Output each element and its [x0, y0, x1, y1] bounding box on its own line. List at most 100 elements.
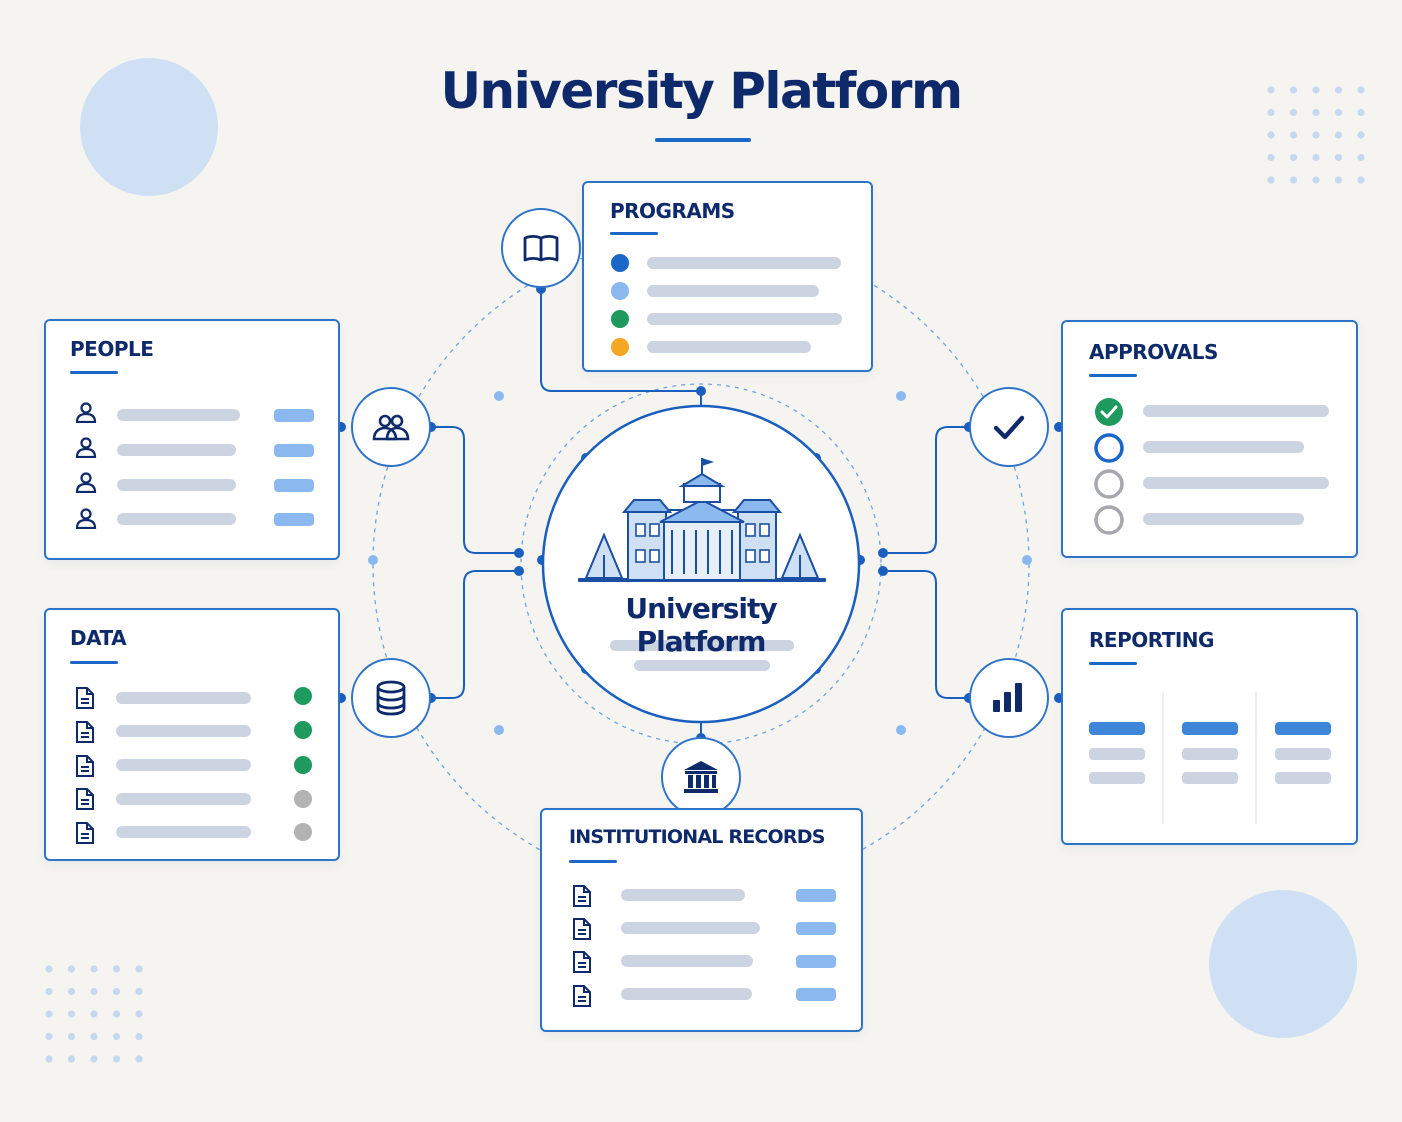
approvals-card-title: APPROVALS	[1089, 340, 1218, 364]
ring-markers	[368, 391, 1032, 735]
status-dot	[294, 687, 312, 705]
people-icon	[372, 414, 410, 441]
node-approvals[interactable]	[969, 387, 1049, 467]
data-card[interactable]: DATA	[44, 608, 340, 861]
approvals-card[interactable]: APPROVALS	[1061, 320, 1358, 558]
decor-dot	[1357, 86, 1365, 94]
check-circle-icon	[1095, 398, 1123, 426]
decor-dot	[1289, 131, 1298, 139]
report-header-bar	[1089, 722, 1145, 735]
connector-reporting	[883, 570, 969, 699]
placeholder-pill	[796, 955, 836, 968]
decor-dot	[1267, 153, 1275, 162]
decor-dot	[1357, 131, 1365, 139]
placeholder-pill	[274, 479, 314, 492]
document-icon	[76, 721, 94, 743]
card-title-underline	[1089, 662, 1137, 665]
decor-dot	[1334, 86, 1343, 94]
card-title-underline	[70, 371, 118, 374]
decor-dot	[67, 1055, 76, 1063]
document-icon	[76, 755, 94, 777]
placeholder-line	[116, 826, 251, 838]
people-card-title: PEOPLE	[70, 337, 154, 361]
decor-dot	[1312, 131, 1320, 139]
reporting-card[interactable]: REPORTING	[1061, 608, 1358, 845]
connector-data	[431, 570, 519, 699]
placeholder-line	[621, 922, 760, 934]
card-title-underline	[1089, 374, 1137, 377]
placeholder-line	[1275, 772, 1331, 784]
circle-outline-icon	[1094, 469, 1124, 499]
decor-dot	[45, 1010, 53, 1018]
node-people[interactable]	[351, 387, 431, 467]
decor-dot	[90, 1055, 98, 1063]
placeholder-pill	[796, 988, 836, 1001]
placeholder-line	[647, 257, 841, 269]
decor-dot	[1289, 153, 1298, 162]
database-icon	[376, 680, 406, 716]
decor-dot	[1334, 153, 1343, 162]
placeholder-line	[117, 513, 236, 525]
hub-title: University Platform	[625, 592, 777, 658]
decor-dot	[45, 987, 53, 996]
node-records[interactable]	[661, 737, 741, 817]
status-dot	[294, 823, 312, 841]
decor-dot	[135, 987, 143, 996]
decor-dot	[90, 1032, 98, 1041]
card-title-underline	[70, 661, 118, 664]
connector-programs	[540, 289, 702, 412]
document-icon	[573, 885, 591, 907]
placeholder-line	[1275, 748, 1331, 760]
hub-placeholder-line	[634, 660, 770, 671]
connector-people	[431, 426, 519, 554]
placeholder-line	[1143, 441, 1304, 453]
placeholder-pill	[274, 444, 314, 457]
decor-dot	[67, 965, 76, 973]
reporting-card-title: REPORTING	[1089, 628, 1214, 652]
circle-outline-icon	[1094, 433, 1124, 463]
decor-dot	[90, 987, 98, 996]
placeholder-line	[117, 479, 236, 491]
programs-card-title: PROGRAMS	[610, 199, 735, 223]
decor-dot	[45, 1055, 53, 1063]
page-title: University Platform	[440, 62, 963, 120]
institution-icon	[684, 761, 718, 793]
placeholder-line	[116, 759, 251, 771]
node-programs[interactable]	[501, 208, 581, 288]
decor-dot	[1267, 176, 1275, 184]
document-icon	[573, 985, 591, 1007]
placeholder-pill	[274, 409, 314, 422]
status-dot	[294, 721, 312, 739]
hub-placeholder-line	[610, 640, 794, 651]
programs-card[interactable]: PROGRAMS	[582, 181, 873, 372]
placeholder-line	[116, 692, 251, 704]
placeholder-line	[621, 988, 752, 1000]
decor-dot	[1267, 108, 1275, 117]
placeholder-pill	[796, 922, 836, 935]
placeholder-line	[621, 889, 745, 901]
people-card[interactable]: PEOPLE	[44, 319, 340, 560]
decor-dot	[135, 1010, 143, 1018]
connector-approvals	[883, 426, 969, 554]
decor-dot	[1357, 153, 1365, 162]
decor-circle-top-left	[80, 58, 218, 196]
node-data[interactable]	[351, 658, 431, 738]
decor-dot	[45, 1032, 53, 1041]
placeholder-line	[647, 313, 842, 325]
node-reporting[interactable]	[969, 658, 1049, 738]
decor-dot	[1289, 86, 1298, 94]
decor-dot	[135, 1032, 143, 1041]
status-dot	[294, 790, 312, 808]
institutional-records-card[interactable]: INSTITUTIONAL RECORDS	[540, 808, 863, 1032]
status-dot	[294, 756, 312, 774]
decor-dot	[112, 1032, 121, 1041]
decor-dot	[112, 1010, 121, 1018]
data-card-title: DATA	[70, 626, 127, 650]
document-icon	[76, 822, 94, 844]
decor-dot	[1334, 176, 1343, 184]
document-icon	[573, 951, 591, 973]
placeholder-pill	[796, 889, 836, 902]
bar-chart-icon	[993, 683, 1022, 712]
